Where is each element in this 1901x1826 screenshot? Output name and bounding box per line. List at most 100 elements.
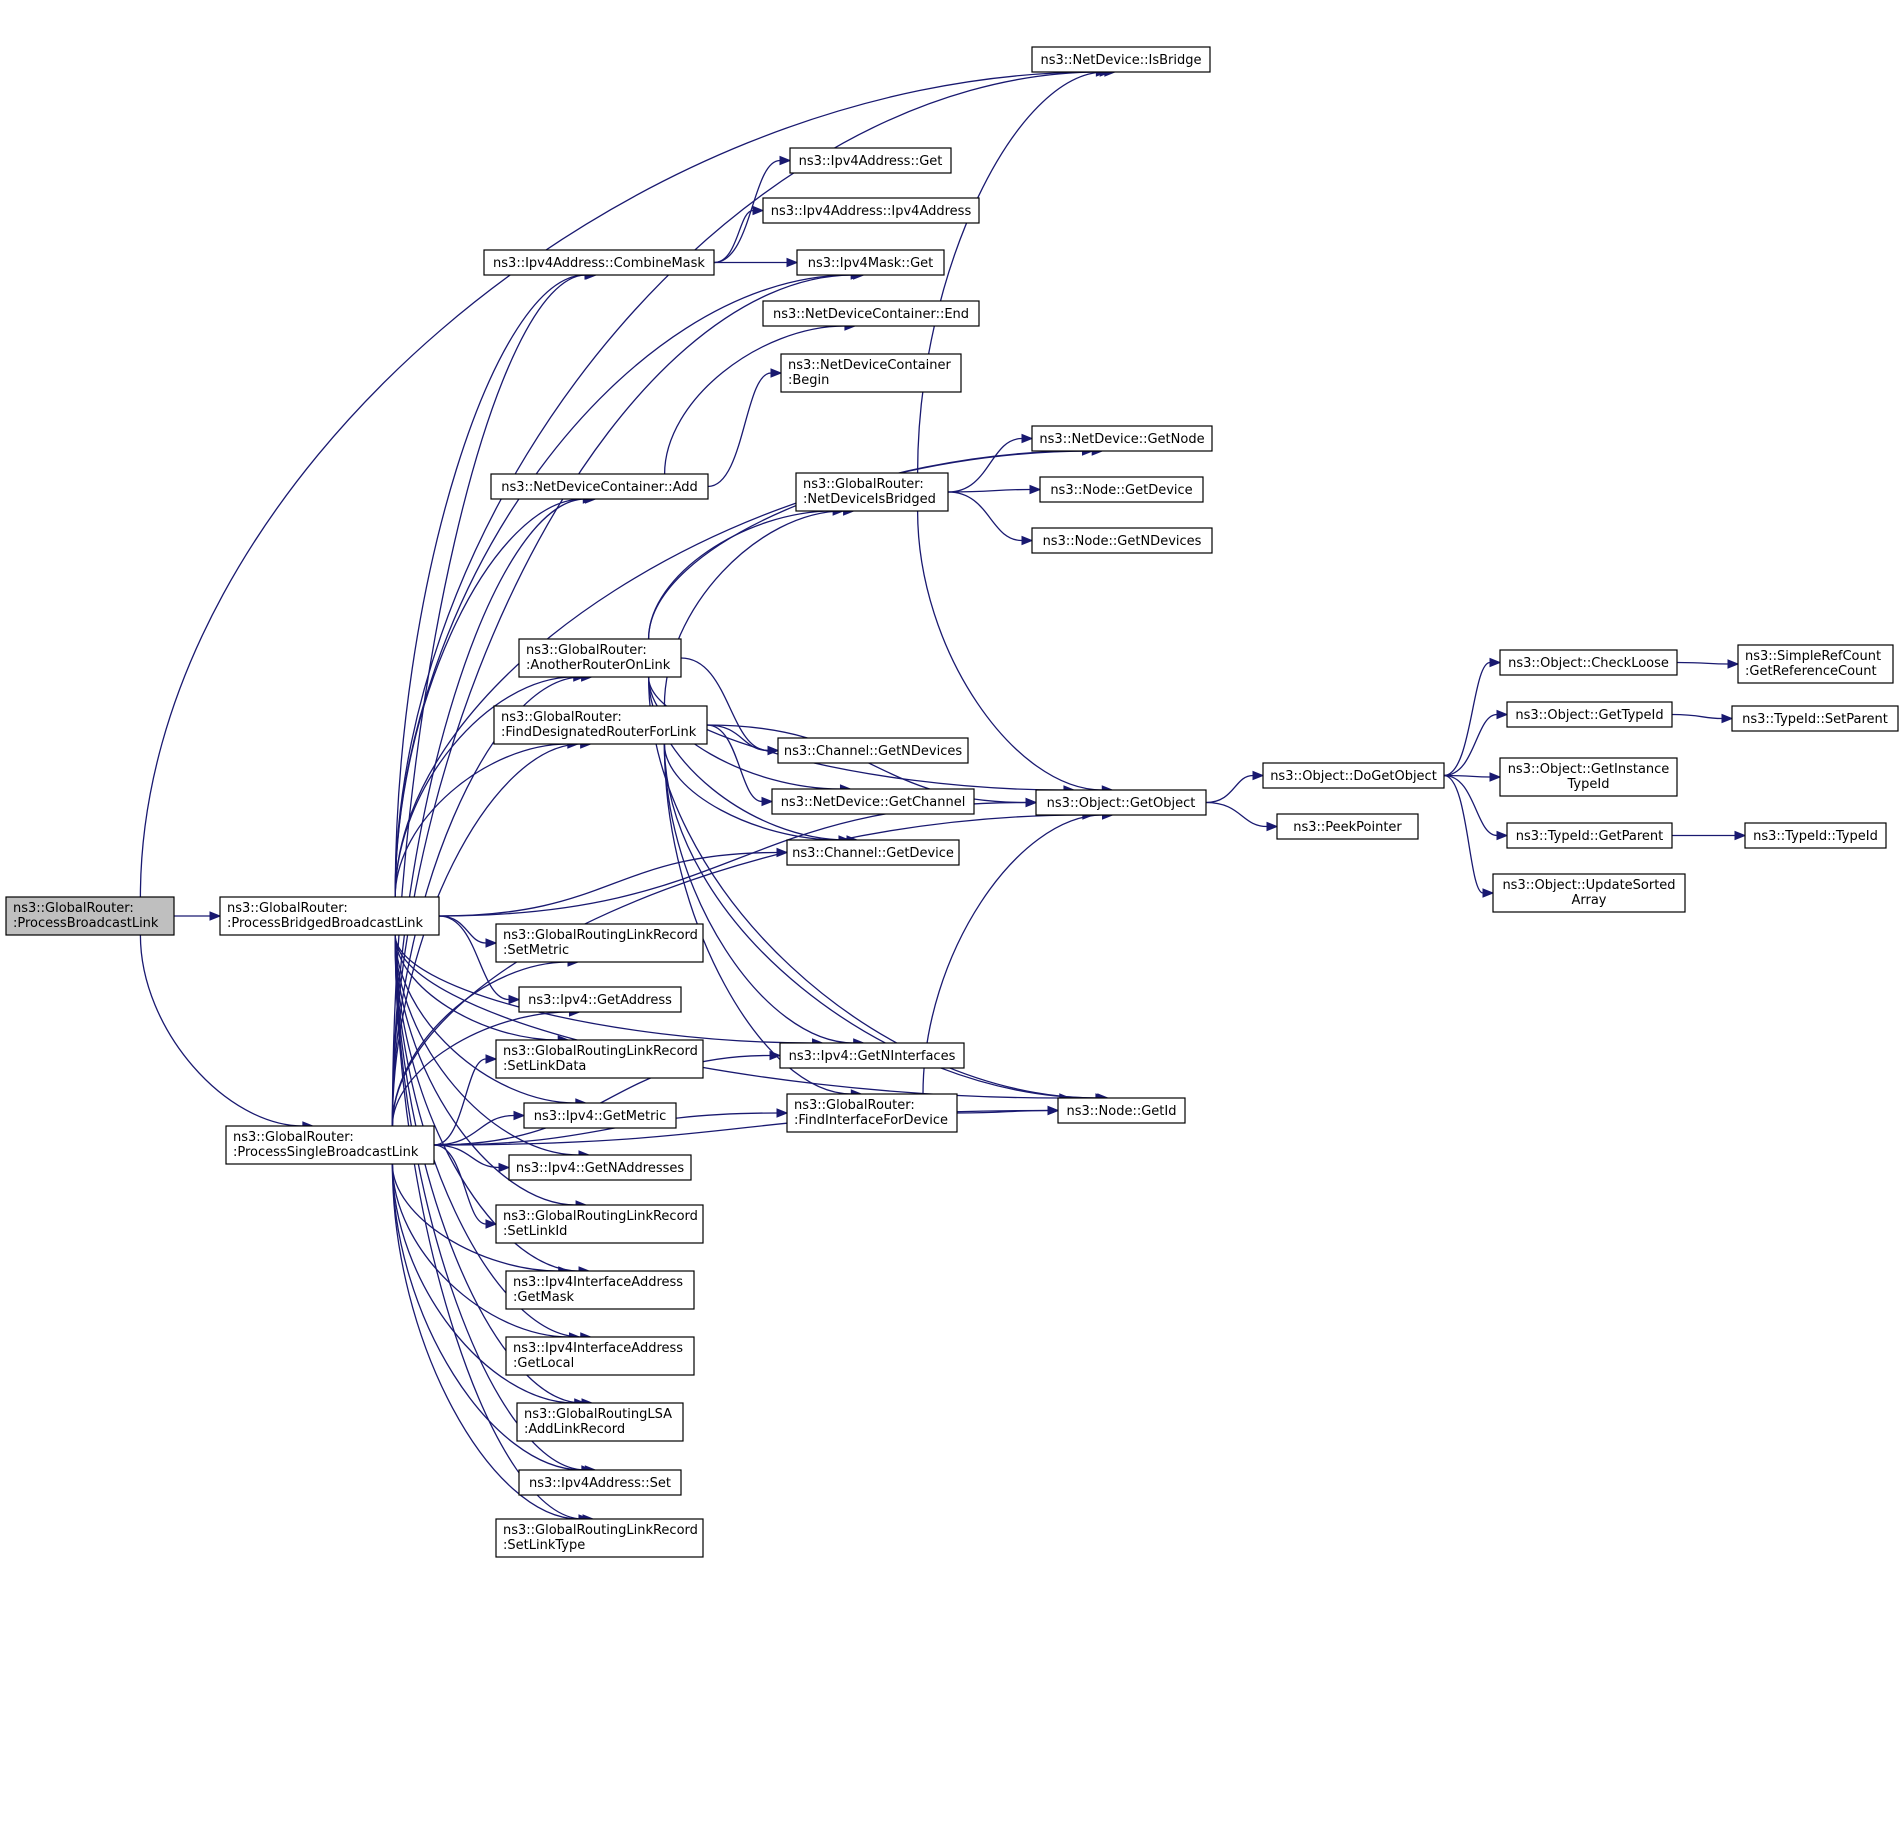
edge-line (680, 657, 769, 752)
edge-line (1671, 713, 1723, 720)
edge-line (1443, 774, 1491, 778)
node-setlinkdata[interactable]: ns3::GlobalRoutingLinkRecord:SetLinkData (495, 1039, 704, 1079)
node-findintf[interactable]: ns3::GlobalRouter::FindInterfaceForDevic… (786, 1093, 958, 1133)
node-box (1499, 649, 1678, 676)
edge-line (706, 724, 763, 803)
node-label: ns3::TypeId::SetParent (1742, 712, 1888, 727)
node-label: ns3::Object::GetObject (1047, 796, 1196, 811)
node-setlinktype[interactable]: ns3::GlobalRoutingLinkRecord:SetLinkType (495, 1518, 704, 1558)
node-setparent[interactable]: ns3::TypeId::SetParent (1731, 705, 1899, 732)
node-finddr[interactable]: ns3::GlobalRouter::FindDesignatedRouterF… (493, 705, 708, 745)
edge-line (391, 1163, 582, 1471)
node-label: :SetLinkId (503, 1224, 567, 1239)
edge-arrowhead (1496, 709, 1509, 720)
node-ipv4getmetric[interactable]: ns3::Ipv4::GetMetric (523, 1102, 677, 1129)
node-ipv4getnintf[interactable]: ns3::Ipv4::GetNInterfaces (779, 1042, 965, 1069)
node-label: :AnotherRouterOnLink (526, 658, 671, 673)
node-isbridge[interactable]: ns3::NetDevice::IsBridge (1031, 46, 1211, 73)
node-label: ns3::TypeId::GetParent (1516, 829, 1664, 844)
edge-ndisbridged-to-ndgetnode (947, 433, 1034, 493)
node-label: ns3::NetDeviceContainer (788, 358, 952, 373)
node-psbl[interactable]: ns3::GlobalRouter::ProcessSingleBroadcas… (225, 1125, 435, 1165)
edge-arrowhead (1029, 484, 1042, 495)
edge-arrowhead (1025, 797, 1038, 808)
node-ndcbegin[interactable]: ns3::NetDeviceContainer:Begin (780, 353, 962, 393)
node-ipv4aset[interactable]: ns3::Ipv4Address::Set (518, 1469, 682, 1496)
edge-line (394, 934, 580, 1272)
node-chgetndevices[interactable]: ns3::Channel::GetNDevices (777, 737, 969, 764)
node-ndgetchannel[interactable]: ns3::NetDevice::GetChannel (771, 788, 975, 815)
edge-getobject-to-dogetobject (1205, 770, 1265, 804)
node-box (1506, 822, 1673, 849)
node-dogetobject[interactable]: ns3::Object::DoGetObject (1262, 762, 1445, 789)
node-gettypeid[interactable]: ns3::Object::GetTypeId (1506, 701, 1673, 728)
node-peekpointer[interactable]: ns3::PeekPointer (1276, 813, 1419, 840)
node-chgetdevice[interactable]: ns3::Channel::GetDevice (786, 839, 960, 866)
node-box (1737, 644, 1894, 684)
node-ndisbridged[interactable]: ns3::GlobalRouter::NetDeviceIsBridged (795, 472, 949, 512)
node-pbbl[interactable]: ns3::GlobalRouter::ProcessBridgedBroadca… (219, 896, 440, 936)
edge-line (391, 274, 587, 1127)
node-checkloose[interactable]: ns3::Object::CheckLoose (1499, 649, 1678, 676)
edge-arrowhead (752, 205, 765, 216)
node-box (1057, 1097, 1186, 1124)
node-label: ns3::Object::GetInstance (1508, 762, 1670, 777)
node-ipv4getaddress[interactable]: ns3::Ipv4::GetAddress (518, 986, 682, 1013)
node-label: ns3::NetDevice::GetChannel (781, 795, 966, 810)
node-box (495, 1518, 704, 1558)
node-getparent[interactable]: ns3::TypeId::GetParent (1506, 822, 1673, 849)
node-getobject[interactable]: ns3::Object::GetObject (1035, 789, 1207, 816)
node-ndcadd[interactable]: ns3::NetDeviceContainer::Add (490, 473, 709, 500)
node-ndcend[interactable]: ns3::NetDeviceContainer::End (762, 300, 980, 327)
edge-line (1676, 661, 1729, 665)
node-label: ns3::GlobalRoutingLinkRecord (503, 1523, 698, 1538)
node-nodegetndevices[interactable]: ns3::Node::GetNDevices (1031, 527, 1213, 554)
edge-arrowhead (1266, 821, 1279, 832)
node-nodegetdevice[interactable]: ns3::Node::GetDevice (1039, 476, 1204, 503)
node-box (1031, 425, 1213, 452)
node-label: ns3::GlobalRouter: (526, 643, 647, 658)
edge-dogetobject-to-getparent (1443, 774, 1509, 841)
edge-line (438, 915, 510, 1001)
node-label: ns3::Ipv4InterfaceAddress (513, 1275, 683, 1290)
node-addlinkrecord[interactable]: ns3::GlobalRoutingLSA:AddLinkRecord (516, 1402, 684, 1442)
node-ndgetnode[interactable]: ns3::NetDevice::GetNode (1031, 425, 1213, 452)
node-ipv4actor[interactable]: ns3::Ipv4Address::Ipv4Address (762, 197, 980, 224)
node-box (518, 638, 682, 678)
node-ipv4maskget[interactable]: ns3::Ipv4Mask::Get (796, 249, 945, 276)
edge-line (663, 743, 854, 1044)
edge-line (1205, 801, 1268, 828)
node-getlocal[interactable]: ns3::Ipv4InterfaceAddress:GetLocal (505, 1336, 695, 1376)
node-label: ns3::Node::GetNDevices (1043, 534, 1202, 549)
node-anotherrouter[interactable]: ns3::GlobalRouter::AnotherRouterOnLink (518, 638, 682, 678)
node-setlinkid[interactable]: ns3::GlobalRoutingLinkRecord:SetLinkId (495, 1204, 704, 1244)
node-typeid[interactable]: ns3::TypeId::TypeId (1744, 822, 1887, 849)
edge-finddr-to-ndgetchannel (706, 724, 774, 807)
edge-arrowhead (767, 745, 780, 756)
edge-pbbl-to-combinemask (394, 270, 597, 898)
node-label: ns3::GlobalRouter: (13, 901, 134, 916)
edge-arrowhead (1047, 1105, 1060, 1116)
node-ipv4getnaddr[interactable]: ns3::Ipv4::GetNAddresses (508, 1154, 692, 1181)
node-ipv4aget[interactable]: ns3::Ipv4Address::Get (789, 147, 952, 174)
node-root[interactable]: ns3::GlobalRouter::ProcessBroadcastLink (5, 896, 175, 936)
edge-line (394, 934, 581, 1338)
edge-getobject-to-peekpointer (1205, 801, 1279, 832)
node-box (1276, 813, 1419, 840)
node-box (219, 896, 440, 936)
node-combinemask[interactable]: ns3::Ipv4Address::CombineMask (483, 249, 715, 276)
node-getrefcount[interactable]: ns3::SimpleRefCount:GetReferenceCount (1737, 644, 1894, 684)
node-setmetric[interactable]: ns3::GlobalRoutingLinkRecord:SetMetric (495, 923, 704, 963)
edge-arrowhead (1496, 830, 1509, 841)
edge-arrowhead (513, 1110, 526, 1121)
edge-ndcadd-to-ndcend (663, 321, 857, 475)
node-box (1731, 705, 1899, 732)
edge-root-to-psbl (139, 934, 315, 1131)
node-nodegetid[interactable]: ns3::Node::GetId (1057, 1097, 1186, 1124)
node-box (786, 839, 960, 866)
edge-arrowhead (779, 155, 792, 166)
node-getmask[interactable]: ns3::Ipv4InterfaceAddress:GetMask (505, 1270, 695, 1310)
node-box (493, 705, 708, 745)
